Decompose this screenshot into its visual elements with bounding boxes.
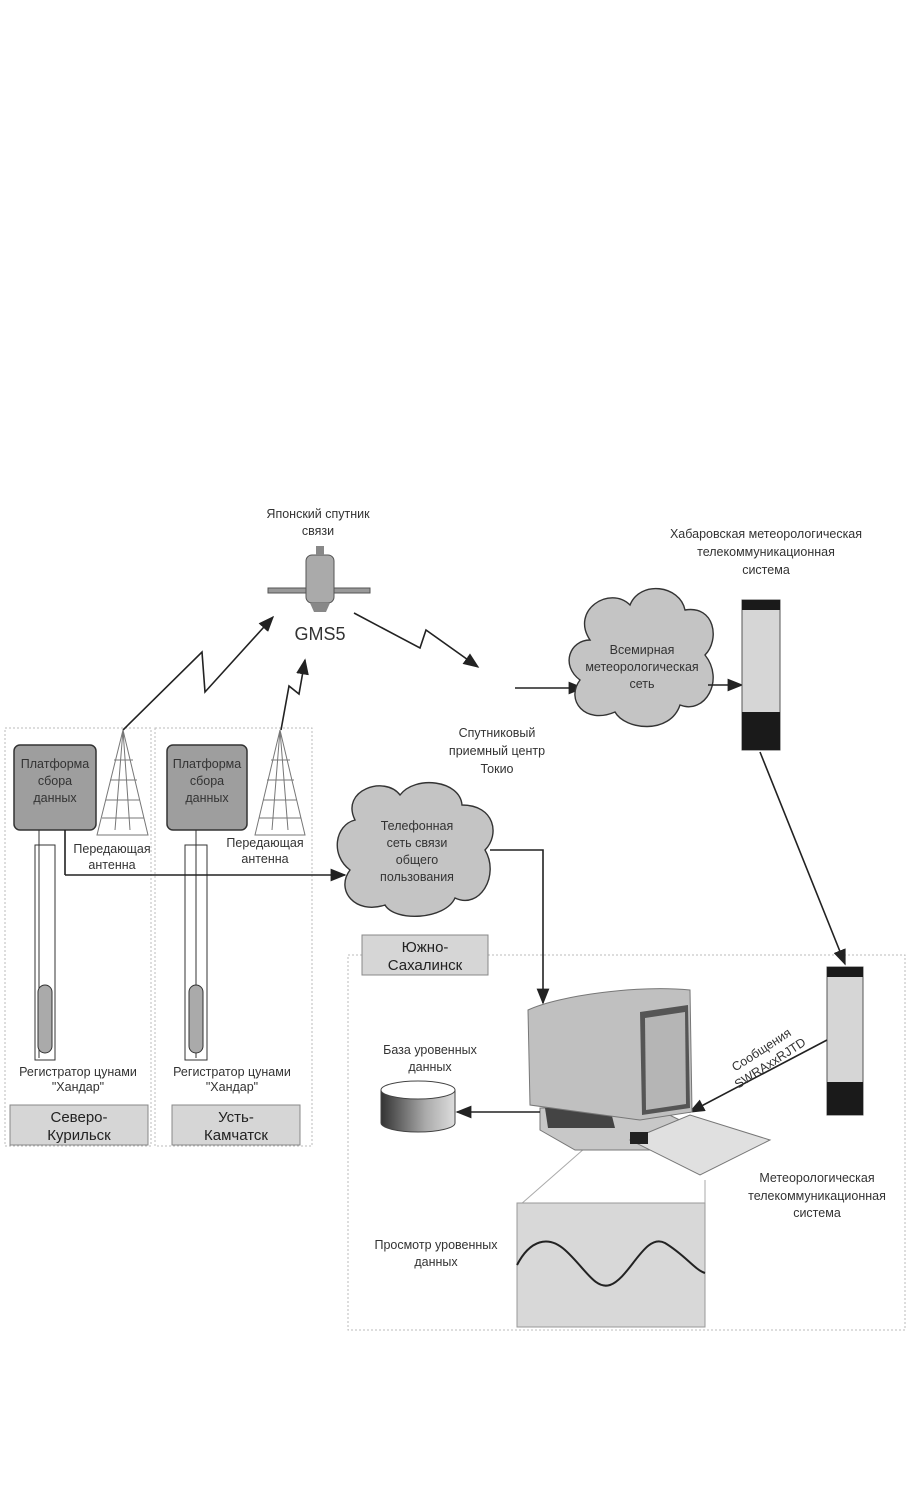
arrow-khabarovsk-to-local bbox=[759, 751, 846, 966]
computer-icon bbox=[519, 988, 772, 1206]
data-platform bbox=[166, 744, 248, 831]
svg-text:Усть-Камчатск: Усть-Камчатск bbox=[204, 1109, 268, 1144]
sakhalin-label: Южно-Сахалинск bbox=[388, 939, 463, 974]
sakhalin-box bbox=[361, 934, 489, 976]
database-icon bbox=[380, 1080, 456, 1133]
data-platform bbox=[13, 744, 97, 831]
svg-text:Регистратор цунами"Хандар": Регистратор цунами"Хандар" bbox=[173, 1065, 291, 1094]
antenna-tower-icon bbox=[254, 729, 306, 836]
level-viewer-chart bbox=[516, 1202, 706, 1328]
khabarovsk-server-icon bbox=[741, 599, 781, 751]
tsunami-recorder-tube bbox=[184, 830, 208, 1061]
local-server-icon bbox=[826, 966, 864, 1116]
local-system-group bbox=[347, 954, 906, 1331]
satellite-icon bbox=[267, 546, 371, 612]
level-curve bbox=[516, 1240, 706, 1287]
svg-text:Регистратор цунами"Хандар": Регистратор цунами"Хандар" bbox=[19, 1065, 137, 1094]
satellite-name: GMS5 bbox=[294, 624, 345, 644]
antenna-tower-icon bbox=[96, 729, 149, 836]
arrow-phone-to-computer bbox=[490, 849, 550, 1005]
radio-link-2 bbox=[280, 658, 309, 731]
station-group-1 bbox=[4, 727, 152, 1147]
radio-link-3 bbox=[353, 612, 480, 668]
station-group-2 bbox=[154, 727, 313, 1147]
arrow-messages bbox=[688, 1039, 828, 1113]
tsunami-recorder-tube bbox=[34, 830, 56, 1061]
radio-link-1 bbox=[122, 615, 275, 731]
svg-text:Северо-Курильск: Северо-Курильск bbox=[47, 1109, 111, 1144]
